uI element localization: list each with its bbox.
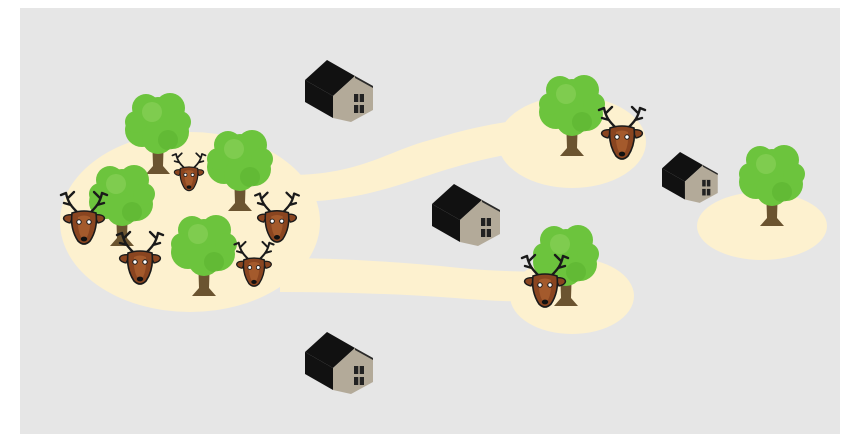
deer-eye <box>615 135 619 139</box>
tree-canopy-lobe <box>783 163 805 185</box>
tree-canopy <box>125 93 191 154</box>
tree-canopy-highlight <box>188 224 208 244</box>
tree-canopy <box>207 130 273 191</box>
tree-canopy-shadow <box>566 262 586 282</box>
tree-canopy-highlight <box>142 102 162 122</box>
deer-nose <box>274 235 280 240</box>
tree-canopy-shadow <box>572 112 592 132</box>
tree-canopy <box>171 215 237 276</box>
deer-eye <box>184 173 187 176</box>
deer-nose <box>619 152 625 157</box>
tree-canopy-lobe <box>169 111 191 133</box>
tree-canopy-shadow <box>240 167 260 187</box>
deer-eye <box>77 220 81 224</box>
deer-eye <box>256 266 260 270</box>
tree-canopy-shadow <box>122 202 142 222</box>
tree-canopy-highlight <box>550 234 570 254</box>
deer-eye <box>548 283 552 287</box>
deer-eye <box>143 260 147 264</box>
tree-canopy <box>739 145 805 206</box>
deer-nose <box>187 185 192 188</box>
tree-canopy-lobe <box>251 148 273 170</box>
tree-canopy-highlight <box>106 174 126 194</box>
deer-nose <box>542 300 548 305</box>
deer-nose <box>81 237 87 242</box>
tree-canopy-highlight <box>556 84 576 104</box>
tree-canopy-shadow <box>772 182 792 202</box>
tree-canopy-highlight <box>756 154 776 174</box>
tree-canopy-highlight <box>224 139 244 159</box>
deer-eye <box>280 219 284 223</box>
tree-canopy <box>539 75 605 136</box>
deer-eye <box>538 283 542 287</box>
deer-eye <box>270 219 274 223</box>
deer-eye <box>191 173 194 176</box>
deer-nose <box>251 280 256 284</box>
tree-canopy-lobe <box>583 93 605 115</box>
tree-canopy-lobe <box>133 183 155 205</box>
tree-canopy-shadow <box>158 130 178 150</box>
tree-canopy-shadow <box>204 252 224 272</box>
deer-nose <box>137 277 143 282</box>
deer-eye <box>248 266 252 270</box>
deer-eye <box>87 220 91 224</box>
deer-eye <box>133 260 137 264</box>
deer-eye <box>625 135 629 139</box>
tree-canopy-lobe <box>577 243 599 265</box>
